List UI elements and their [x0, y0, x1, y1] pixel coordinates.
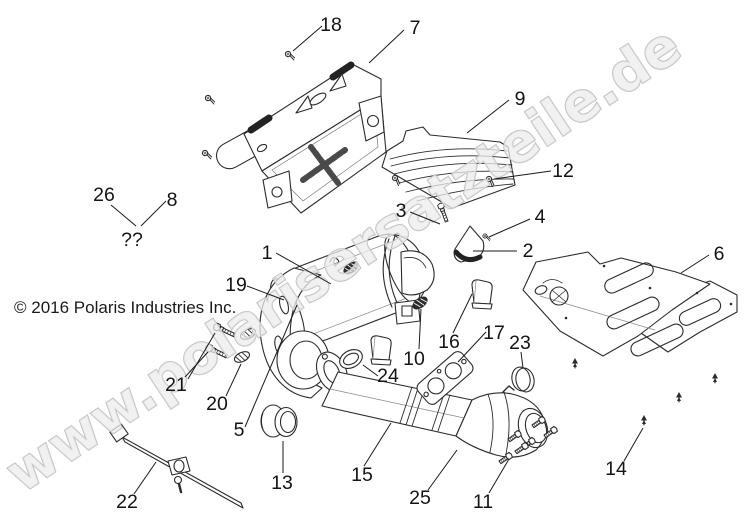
callout-1: 1 [262, 242, 273, 264]
part-13-plug [260, 404, 298, 438]
callout-24: 24 [377, 365, 399, 387]
leader-6 [680, 254, 710, 274]
callout-5: 5 [234, 419, 245, 441]
part-7-heat-shield [215, 61, 387, 214]
callout-10: 10 [403, 348, 425, 370]
callout-26: 26 [93, 184, 115, 206]
leader-17 [457, 331, 487, 363]
part-19-shield-bracket [259, 267, 323, 399]
leader-11 [488, 458, 510, 494]
callout-9: 9 [515, 88, 526, 110]
leader-8 [140, 200, 167, 227]
leader-19 [246, 285, 285, 301]
part-14-rivets [571, 357, 719, 426]
leader-22 [133, 461, 157, 495]
leader-7 [368, 29, 405, 64]
leader-9 [466, 99, 510, 134]
part-18-screw [283, 50, 297, 61]
leader-26 [110, 204, 137, 227]
callout-11: 11 [473, 491, 493, 513]
callout-12: 12 [552, 160, 574, 182]
screw-icon [200, 149, 214, 160]
leader-14 [623, 427, 644, 462]
part-23-clamp [511, 366, 535, 393]
leader-lines [110, 25, 710, 495]
part-17-gasket [416, 351, 474, 405]
screw-icon [203, 94, 217, 105]
leader-23 [520, 351, 524, 369]
leader-1 [275, 252, 332, 285]
callout-7: 7 [410, 17, 421, 39]
leader-21b [187, 332, 216, 380]
part-6-skid-plate [522, 251, 738, 357]
leader-25 [427, 449, 458, 491]
leader-20 [225, 363, 242, 397]
callout-6: 6 [714, 243, 725, 265]
part-2-cone [453, 225, 485, 263]
callout-20: 20 [206, 393, 228, 415]
callout-3: 3 [396, 200, 407, 222]
copyright-text: © 2016 Polaris Industries Inc. [14, 298, 236, 317]
callout-22: 22 [116, 491, 138, 513]
leader-15 [363, 422, 392, 467]
leader-16 [452, 293, 473, 334]
part-22-cable-tie [109, 423, 244, 509]
callout-14: 14 [605, 458, 627, 480]
callout-2: 2 [523, 240, 534, 262]
leader-3 [409, 211, 441, 225]
callout-13: 13 [271, 472, 293, 494]
leader-10 [418, 308, 422, 350]
callout-8: 8 [167, 189, 178, 211]
part-24-seal [339, 349, 363, 369]
leader-5 [244, 304, 298, 428]
leader-4 [488, 218, 531, 238]
part-16-mount [471, 279, 493, 310]
mount-icon [370, 335, 392, 366]
leader-24 [362, 364, 379, 377]
leader-12 [493, 170, 552, 180]
callout-16: 16 [438, 331, 460, 353]
callout-25: 25 [409, 487, 431, 509]
callout-18: 18 [320, 14, 342, 36]
part-9-heat-shield [381, 126, 516, 209]
callout-19: 19 [225, 274, 247, 296]
callout-17: 17 [483, 322, 505, 344]
callout-15: 15 [351, 464, 373, 486]
part-1-muffler [269, 233, 435, 348]
callout-4: 4 [535, 206, 546, 228]
callout-21: 21 [165, 374, 187, 396]
callout-unknown: ?? [121, 229, 143, 251]
callouts: 1 2 3 4 5 6 7 8 9 10 11 12 13 14 15 16 1… [93, 14, 724, 513]
callout-23: 23 [509, 332, 531, 354]
leader-18 [292, 25, 323, 52]
